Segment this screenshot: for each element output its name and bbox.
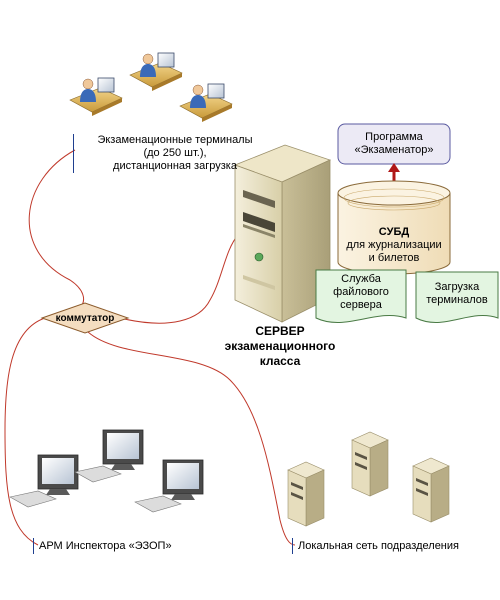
monitor-keyboard-icon <box>134 459 204 513</box>
line-terminals-to-switch <box>28 149 84 306</box>
small-server-icon <box>412 457 450 523</box>
connection-lines <box>4 149 296 546</box>
program-label-line2: «Экзаменатор» <box>354 144 434 156</box>
switch-diamond <box>40 302 130 334</box>
arm-label: АРМ Инспектора «ЭЗОП» <box>33 538 172 554</box>
file-service-note <box>315 269 407 323</box>
terminals-label-line3: дистанционная загрузка <box>113 160 237 172</box>
dbms-label-line2: для журнализации <box>346 239 442 251</box>
person-at-computer-icon <box>179 83 233 122</box>
lan-server-icon-group <box>287 431 450 527</box>
terminals-label: Экзаменационные терминалы (до 250 шт.), … <box>73 134 270 173</box>
server-label-line2: экзаменационного <box>224 339 336 353</box>
server-label-line3: класса <box>259 354 301 368</box>
terminal-load-note <box>415 271 499 323</box>
server-label: СЕРВЕР экзаменационного класса <box>215 324 345 369</box>
small-server-icon <box>351 431 389 497</box>
line-switch-to-lan <box>87 331 296 546</box>
file-service-label-line3: сервера <box>340 299 382 311</box>
lan-label: Локальная сеть подразделения <box>292 538 459 554</box>
file-service-label-line2: файлового <box>333 286 389 298</box>
dbms-label-line1: СУБД <box>378 226 410 238</box>
file-service-label-line1: Служба <box>341 273 381 285</box>
switch-label: коммутатор <box>55 313 115 324</box>
monitor-keyboard-icon <box>9 454 79 508</box>
workstation-icon-group <box>9 429 204 513</box>
file-service-label: Служба файлового сервера <box>316 273 406 312</box>
terminals-label-line1: Экзаменационные терминалы <box>97 134 253 146</box>
terminal-load-label: Загрузка терминалов <box>416 281 498 307</box>
program-label-line1: Программа <box>365 131 423 143</box>
dbms-label: СУБД для журнализации и билетов <box>338 226 450 265</box>
terminal-load-label-line2: терминалов <box>426 294 488 306</box>
monitor-keyboard-icon <box>74 429 144 483</box>
program-label: Программа «Экзаменатор» <box>338 131 450 157</box>
person-at-computer-icon <box>129 52 183 91</box>
server-label-line1: СЕРВЕР <box>255 324 305 338</box>
line-switch-to-arm <box>4 317 46 546</box>
dbms-label-line3: и билетов <box>368 252 420 264</box>
line-switch-to-server <box>119 234 239 324</box>
small-server-icon <box>287 461 325 527</box>
terminal-icon-group <box>69 52 233 122</box>
database-cylinder-icon <box>337 180 451 275</box>
terminal-load-label-line1: Загрузка <box>434 281 480 293</box>
terminals-label-line2: (до 250 шт.), <box>143 147 207 159</box>
person-at-computer-icon <box>69 77 123 116</box>
